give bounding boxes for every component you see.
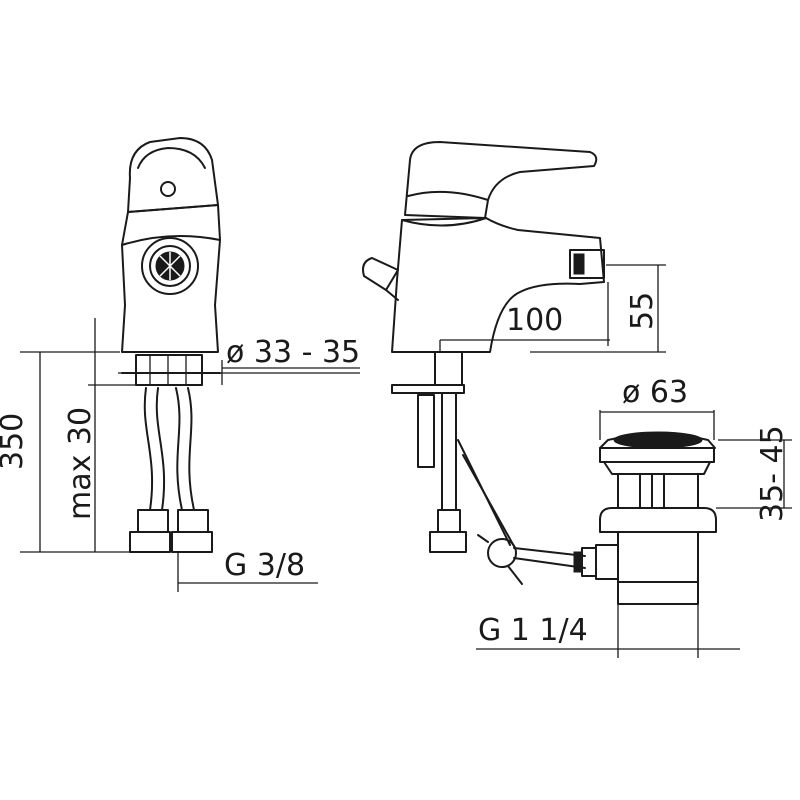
- dim-spout-reach: 100: [506, 303, 563, 338]
- front-aerator: [141, 237, 199, 295]
- side-view-mixer: [362, 141, 605, 585]
- side-connector: [429, 531, 467, 553]
- waste-nut: [599, 507, 717, 533]
- side-mounting-plate: [391, 384, 465, 394]
- side-popup-rod: [417, 394, 435, 468]
- front-connector-left: [137, 509, 169, 533]
- side-popup-knob: [362, 257, 399, 291]
- dim-spout-height: 55: [625, 292, 660, 330]
- waste-side-port: [595, 544, 619, 580]
- side-dimensions: [439, 264, 666, 353]
- waste-outlet: [617, 581, 699, 605]
- side-body: [391, 217, 605, 353]
- dim-max-30: max 30: [63, 407, 98, 520]
- dim-inlet-thread: G 3/8: [224, 548, 305, 583]
- dim-350: 350: [0, 413, 30, 470]
- dim-plug-diameter: ø 63: [622, 375, 688, 410]
- front-lever-hole: [160, 181, 176, 197]
- side-nozzle: [569, 249, 605, 279]
- dim-hole-diameter: ø 33 - 35: [226, 335, 360, 370]
- front-view-mixer: [121, 137, 221, 553]
- side-lever: [404, 141, 598, 219]
- dim-waste-range: 35- 45: [755, 425, 790, 522]
- front-body: [121, 204, 221, 353]
- dim-outlet-thread: G 1 1/4: [478, 613, 588, 648]
- waste-body-upper: [617, 473, 699, 509]
- waste-valve: [573, 431, 717, 605]
- front-connector-right: [177, 509, 209, 533]
- waste-dimensions: [476, 410, 792, 658]
- waste-body-lower: [617, 531, 699, 583]
- front-mounting-nut: [135, 354, 203, 386]
- front-hose-right: [175, 387, 195, 511]
- front-lever: [127, 137, 219, 213]
- waste-flange: [599, 447, 715, 463]
- side-linkage-pivot: [487, 538, 517, 568]
- front-dimensions: [20, 318, 360, 592]
- front-hose-left: [143, 387, 166, 511]
